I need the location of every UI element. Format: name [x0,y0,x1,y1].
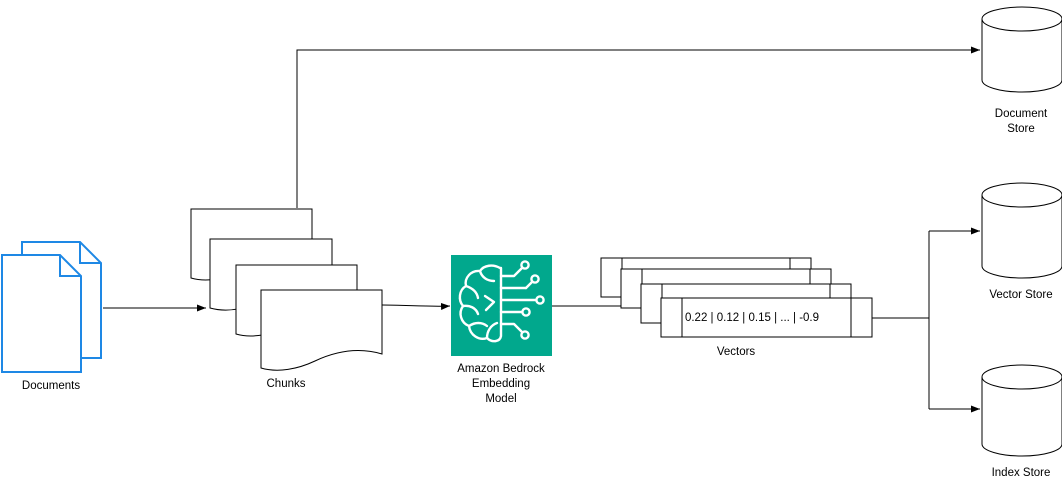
vector-store-cylinder [981,182,1062,279]
document-store-label-line1: Document [995,108,1048,120]
vector-card [660,297,873,338]
model-label-line1: Amazon Bedrock [457,363,545,375]
document-store-cylinder [981,6,1062,93]
model-label-line2: Embedding [472,378,530,390]
arrow-chunks-to-model [381,302,451,310]
vectors-stack [600,257,873,338]
vector-values: 0.22 | 0.12 | 0.15 | ... | -0.9 [685,312,819,324]
documents-icon [1,241,102,373]
connectors [103,46,980,413]
documents-label: Documents [22,380,80,392]
arrow-chunks-to-document-store [296,46,980,208]
index-store-cylinder [981,364,1062,457]
vectors-label: Vectors [717,346,756,358]
chunks-label: Chunks [267,378,306,390]
chunk-page [260,289,383,371]
document-store-label-line2: Store [1007,123,1035,135]
index-store-label: Index Store [992,467,1051,479]
chunks-stack [190,208,383,371]
vector-store-label: Vector Store [989,289,1052,301]
brain-circuit-icon [451,255,552,356]
model-label-line3: Model [485,393,516,405]
